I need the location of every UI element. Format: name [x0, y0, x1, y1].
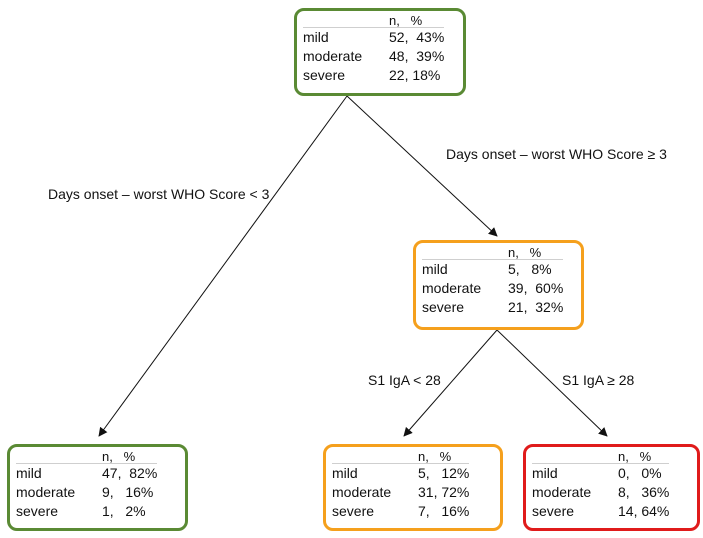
- count-percent: 9, 16%: [102, 484, 154, 500]
- severity-row: severe 1, 2%: [16, 502, 157, 521]
- node-table: n, % mild 52, 43% moderate 48, 39% severe 22, …: [303, 13, 445, 85]
- count-percent: 8, 36%: [618, 484, 670, 500]
- severity-label: severe: [532, 503, 575, 519]
- severity-label: mild: [303, 29, 329, 45]
- count-percent: 31, 72%: [418, 484, 470, 500]
- node-leaf-mid: n, % mild 5, 12% moderate 31, 72% severe 7, 16…: [323, 444, 503, 531]
- severity-label: moderate: [332, 484, 392, 500]
- edge-label-root-left: Days onset – worst WHO Score < 3: [48, 186, 270, 202]
- header-divider: [422, 259, 564, 260]
- severity-row: moderate 9, 16%: [16, 483, 157, 502]
- count-percent: 7, 16%: [418, 503, 470, 519]
- node-mid: n, % mild 5, 8% moderate 39, 60% severe 21, 32…: [413, 240, 584, 330]
- edge-label-mid-right: S1 IgA ≥ 28: [562, 372, 635, 388]
- severity-label: moderate: [303, 48, 363, 64]
- node-root: n, % mild 52, 43% moderate 48, 39% severe 22, …: [294, 8, 466, 96]
- count-percent: 22, 18%: [389, 67, 441, 83]
- severity-label: mild: [332, 465, 358, 481]
- edge-mid-to-right-leaf: [496, 329, 608, 437]
- node-table: n, % mild 47, 82% moderate 9, 16% severe 1, 2%: [16, 449, 158, 521]
- count-percent: 47, 82%: [102, 465, 158, 481]
- count-percent: 48, 39%: [389, 48, 445, 64]
- node-table: n, % mild 5, 8% moderate 39, 60% severe 21, 32…: [422, 245, 564, 317]
- node-leaf-right: n, % mild 0, 0% moderate 8, 36% severe 14, 64%: [523, 444, 700, 531]
- severity-label: severe: [16, 503, 59, 519]
- header-divider: [16, 463, 158, 464]
- severity-row: moderate 39, 60%: [422, 279, 563, 298]
- header-spacer: [303, 14, 389, 28]
- edge-label-mid-left: S1 IgA < 28: [368, 372, 441, 388]
- severity-row: moderate 8, 36%: [532, 483, 669, 502]
- header-divider: [332, 463, 470, 464]
- severity-label: moderate: [422, 280, 482, 296]
- edge-root-to-left-leaf: [98, 95, 348, 437]
- severity-row: mild 0, 0%: [532, 464, 669, 483]
- header-spacer: [532, 450, 618, 464]
- severity-label: mild: [532, 465, 558, 481]
- node-table: n, % mild 5, 12% moderate 31, 72% severe 7, 16…: [332, 449, 470, 521]
- severity-label: moderate: [16, 484, 76, 500]
- severity-label: mild: [16, 465, 42, 481]
- count-percent: 5, 8%: [508, 261, 552, 277]
- edge-root-to-mid: [346, 95, 498, 237]
- edge-label-root-right: Days onset – worst WHO Score ≥ 3: [446, 146, 667, 162]
- edge-mid-to-mid-leaf: [403, 329, 498, 437]
- column-header: n, %: [618, 449, 652, 464]
- severity-row: severe 14, 64%: [532, 502, 669, 521]
- header-spacer: [422, 246, 508, 260]
- severity-row: severe 22, 18%: [303, 66, 444, 85]
- severity-row: moderate 48, 39%: [303, 47, 444, 66]
- count-percent: 1, 2%: [102, 503, 146, 519]
- header-spacer: [16, 450, 102, 464]
- severity-row: mild 52, 43%: [303, 28, 444, 47]
- severity-label: severe: [303, 67, 346, 83]
- severity-row: moderate 31, 72%: [332, 483, 469, 502]
- count-percent: 39, 60%: [508, 280, 564, 296]
- count-percent: 14, 64%: [618, 503, 670, 519]
- node-table: n, % mild 0, 0% moderate 8, 36% severe 14, 64%: [532, 449, 670, 521]
- header-divider: [303, 27, 445, 28]
- severity-label: moderate: [532, 484, 592, 500]
- column-header: n, %: [508, 245, 542, 260]
- header-divider: [532, 463, 670, 464]
- severity-row: mild 5, 12%: [332, 464, 469, 483]
- count-percent: 21, 32%: [508, 299, 564, 315]
- severity-row: severe 7, 16%: [332, 502, 469, 521]
- header-spacer: [332, 450, 418, 464]
- column-header: n, %: [102, 449, 136, 464]
- column-header: n, %: [418, 449, 452, 464]
- node-leaf-left: n, % mild 47, 82% moderate 9, 16% severe 1, 2%: [7, 444, 188, 531]
- severity-label: mild: [422, 261, 448, 277]
- column-header: n, %: [389, 13, 423, 28]
- count-percent: 52, 43%: [389, 29, 445, 45]
- count-percent: 5, 12%: [418, 465, 470, 481]
- count-percent: 0, 0%: [618, 465, 662, 481]
- severity-row: mild 5, 8%: [422, 260, 563, 279]
- severity-row: severe 21, 32%: [422, 298, 563, 317]
- severity-row: mild 47, 82%: [16, 464, 157, 483]
- severity-label: severe: [422, 299, 465, 315]
- severity-label: severe: [332, 503, 375, 519]
